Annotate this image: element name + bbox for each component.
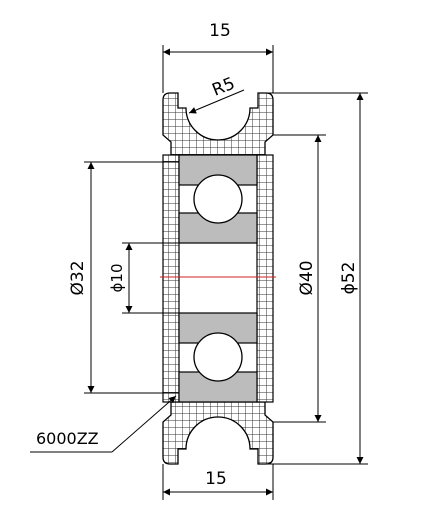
outer-diameter-label: ϕ52 <box>339 262 359 295</box>
bore-diameter-label: ϕ10 <box>108 264 126 293</box>
top-width-label: 15 <box>209 21 231 41</box>
radius-leader <box>188 89 245 114</box>
bearing-outer-ring-bottom <box>178 371 258 403</box>
top-width-dimension <box>162 45 274 93</box>
bearing-part-leader <box>30 395 177 453</box>
bearing-outer-diameter-label: Ø32 <box>68 260 88 295</box>
bearing-ball-top <box>193 174 243 224</box>
groove-diameter-label: Ø40 <box>297 260 317 295</box>
groove-diameter-dimension <box>273 134 326 423</box>
bottom-rim <box>162 401 274 465</box>
outer-diameter-dimension <box>266 92 368 465</box>
top-rim <box>162 92 274 156</box>
bearing-part-label: 6000ZZ <box>36 429 99 448</box>
right-wall <box>256 154 274 403</box>
left-wall <box>162 154 180 403</box>
bearing-ball-bottom <box>193 332 243 382</box>
radius-label: R5 <box>209 74 237 101</box>
bearing-outer-diameter-dimension <box>84 161 179 394</box>
bore-diameter-dimension <box>122 242 179 314</box>
bottom-width-label: 15 <box>205 469 227 489</box>
bottom-width-dimension <box>162 464 274 500</box>
